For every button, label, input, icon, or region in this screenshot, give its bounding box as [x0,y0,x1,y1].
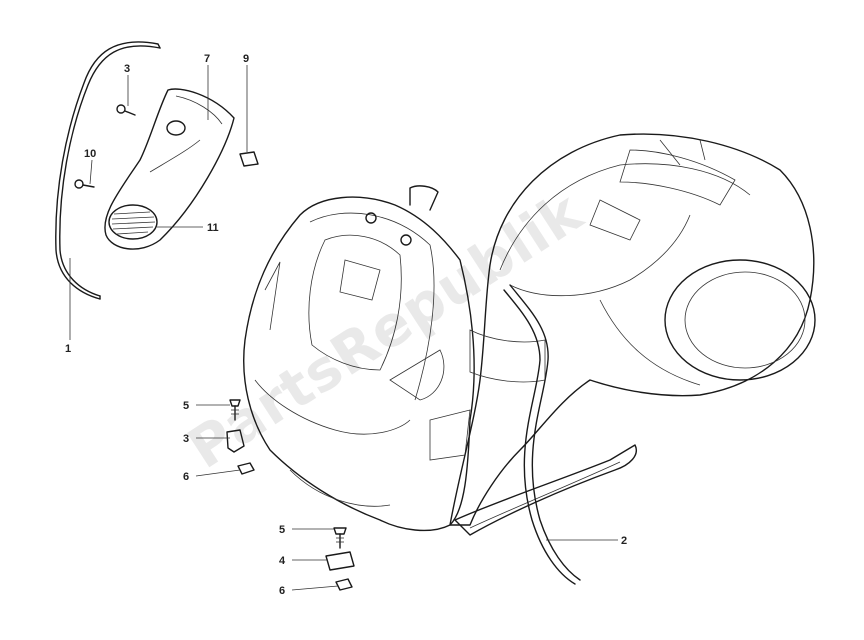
horn-grille [111,211,156,235]
callout-7: 7 [204,53,210,65]
rear-body-part [449,133,816,526]
clip-part-4 [325,551,355,571]
callout-4: 4 [279,555,286,567]
trim-strip-part [55,41,161,300]
callout-6-upper: 6 [183,471,189,483]
nut-part-6-upper [237,462,255,475]
nut-part-6-lower [335,578,353,591]
callout-3-top: 3 [124,63,130,75]
front-shield-part [243,185,475,532]
floorboard-part [454,444,637,536]
screw-part-5-upper [229,399,241,421]
callout-5-lower: 5 [279,524,285,536]
callout-labels: 1 2 3 3 4 5 5 6 6 7 9 10 11 [65,53,627,597]
callout-9: 9 [243,53,249,65]
clip-part-3-lower [226,429,245,453]
screw-part-5-lower [333,527,347,549]
callout-5-upper: 5 [183,400,189,412]
screw-part-10 [74,179,95,189]
callout-6-lower: 6 [279,585,285,597]
screw-part-3-top [116,104,136,116]
callout-3-lower: 3 [183,433,189,445]
callout-11: 11 [207,222,219,234]
horn-cover-part [104,88,235,250]
leader-lines [69,65,618,591]
callout-1: 1 [65,343,71,355]
callout-2: 2 [621,535,627,547]
clip-part-9 [239,151,259,167]
callout-10: 10 [84,148,96,160]
cable-part-2 [503,284,581,585]
